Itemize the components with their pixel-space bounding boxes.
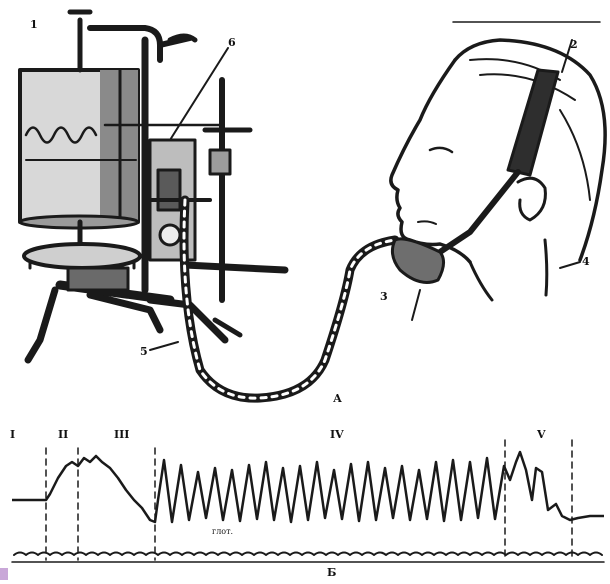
corner-tab <box>0 568 8 580</box>
phase-label-1: I <box>10 428 15 441</box>
time-marker-line <box>14 553 602 556</box>
phase-label-3: III <box>114 428 129 441</box>
callout-drum: 1 <box>30 18 38 31</box>
head-strap <box>440 40 572 252</box>
callout-tube: 5 <box>140 345 148 358</box>
throat-capsule <box>392 239 580 320</box>
callout-throat-capsule: 4 <box>582 255 590 268</box>
figure-letter: Б <box>327 566 336 579</box>
recording-stand <box>185 80 285 335</box>
phase-label-2: II <box>58 428 68 441</box>
callout-lever: 2 <box>570 38 578 51</box>
callout-pen: 6 <box>228 36 236 49</box>
kymograph-drum <box>20 70 138 228</box>
section-letter-a: А <box>333 392 342 405</box>
phase-label-4: IV <box>330 428 344 441</box>
rubber-tube <box>184 200 395 398</box>
swallowing-trace <box>12 452 604 522</box>
callout-head-strap: 3 <box>380 290 388 303</box>
phase-label-5: V <box>537 428 546 441</box>
trace-note: глот. <box>212 527 233 536</box>
base-disc <box>24 244 140 268</box>
